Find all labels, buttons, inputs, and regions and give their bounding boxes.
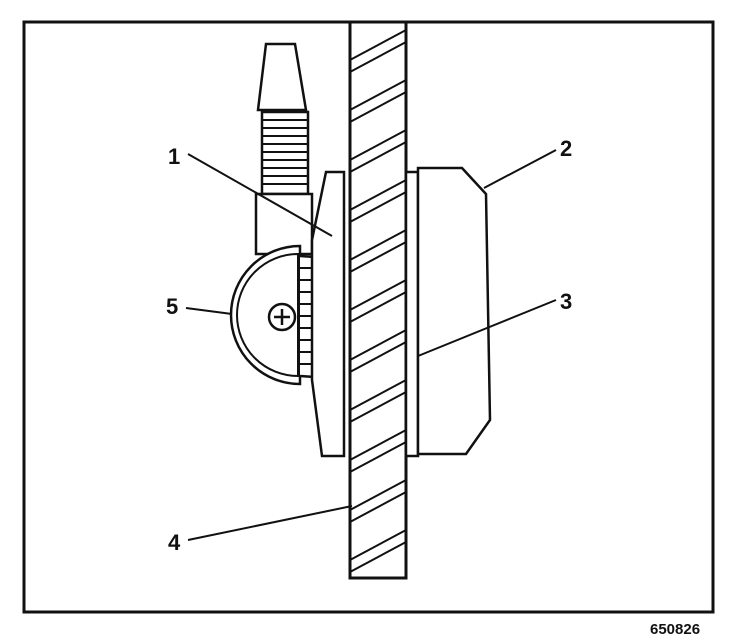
mounting-nut: [416, 166, 492, 456]
leader-line-1: [187, 153, 333, 237]
leader-line-5: [185, 307, 233, 315]
callout-5: 5: [166, 294, 178, 319]
callout-3: 3: [560, 289, 572, 314]
figure-id: 650826: [650, 621, 700, 638]
antenna-mast: [254, 42, 314, 256]
gasket: [310, 170, 346, 458]
inner-gasket: [404, 170, 420, 458]
callout-1: 1: [168, 144, 180, 169]
leader-line-2: [483, 149, 557, 189]
body-panel: [348, 20, 408, 580]
leader-line-3: [417, 299, 557, 357]
leader-line-4: [187, 505, 353, 541]
callout-2: 2: [560, 136, 572, 161]
callout-4: 4: [168, 530, 181, 555]
